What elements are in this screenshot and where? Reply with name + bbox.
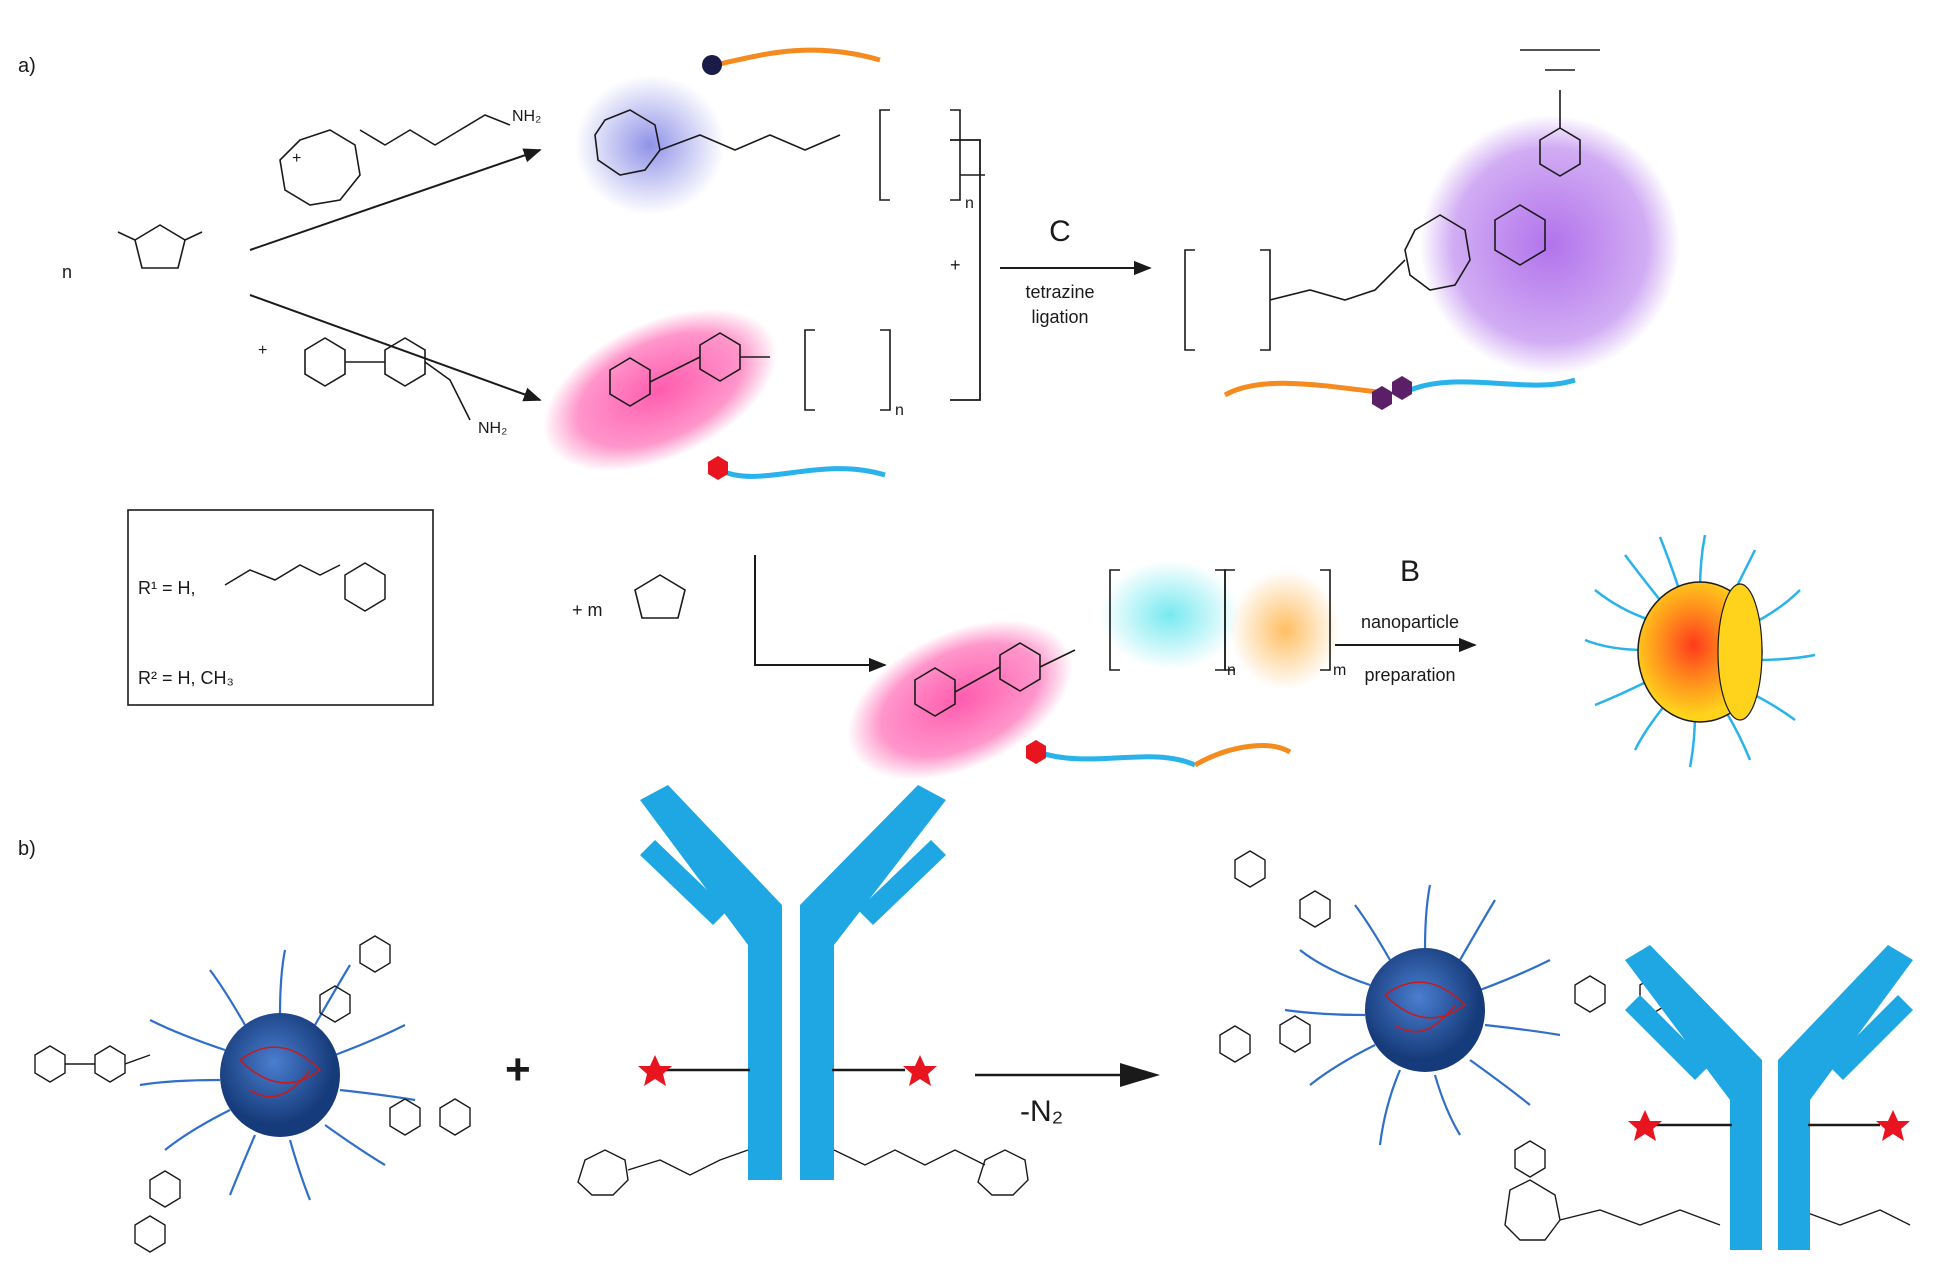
tetrazine-arms-left [34, 935, 471, 1253]
r2-definition: R² = H, CH₃ [138, 668, 234, 688]
polymer-nanoparticle-right [1284, 884, 1561, 1146]
n-equivalents: n [62, 262, 73, 282]
product-glow [1420, 115, 1680, 375]
block-copolymer-structure [914, 569, 1331, 717]
star-right-ab [903, 1055, 937, 1086]
cyclooctene-glow [575, 75, 725, 215]
orange-chain-copolymer [1193, 743, 1292, 768]
tetrazine-nanoparticle [1584, 534, 1816, 768]
tetrazine-glow-bottom [847, 620, 1073, 780]
subscript-n-tz: n [895, 402, 904, 419]
substituent-definition-box [127, 509, 434, 706]
block2-glow [1230, 570, 1340, 690]
plus-tco: + [292, 150, 302, 167]
tetrazine-arms-right [1219, 850, 1911, 1241]
nca-monomer [117, 224, 203, 269]
tetrazine-glow-top [543, 308, 777, 472]
orange-chain-top [714, 47, 881, 68]
star-left-conj [1628, 1110, 1662, 1141]
blue-chain-copolymer [1037, 749, 1197, 768]
ligation-label: ligation [1031, 307, 1089, 327]
subscript-m-block: m [1333, 662, 1347, 679]
ligated-junction-marker [1372, 376, 1412, 410]
panel-b-label: b) [18, 838, 36, 860]
tetrazine-reagent [304, 337, 471, 421]
star-left-ab [638, 1055, 672, 1086]
preparation-label: preparation [1364, 665, 1456, 685]
amine-tco-reagent: NH₂ [512, 108, 542, 125]
blue-chain-top [718, 466, 886, 479]
benzyl-ester-structure [224, 562, 386, 612]
block1-glow [1100, 560, 1240, 670]
plus-tetrazine: + [258, 342, 268, 359]
star-right-conj [1876, 1110, 1910, 1141]
minus-n2-label: -N₂ [1020, 1095, 1064, 1128]
polymer-nanoparticle-left [139, 949, 416, 1201]
combine-bracket [950, 139, 981, 401]
arrow-to-block-copolymer [754, 555, 887, 673]
panel-a-label: a) [18, 55, 36, 77]
reaction-b-label: B [1399, 555, 1421, 588]
blue-chain-product [1409, 377, 1576, 393]
nanoparticle-label: nanoparticle [1360, 612, 1460, 632]
orange-chain-product [1223, 380, 1386, 398]
tz-marker-top [708, 456, 728, 480]
subscript-n-tco: n [965, 195, 974, 212]
arrow-to-tz-polymer [249, 294, 542, 402]
tco-arms-antibody [577, 1149, 1029, 1196]
plus-m-monomer: + m [572, 600, 603, 620]
tco-polymer-structure [594, 109, 985, 201]
tz-polymer-structure [609, 329, 891, 411]
amine-tz-reagent: NH₂ [478, 420, 508, 437]
tetrazine-label: tetrazine [1025, 282, 1095, 302]
tco-reagent [279, 114, 511, 206]
plus-combine: + [950, 255, 961, 275]
big-plus: + [505, 1045, 531, 1094]
reaction-c-label: C [1049, 215, 1071, 248]
arrow-to-tco-polymer [249, 148, 542, 251]
nca-monomer-2 [634, 574, 686, 619]
antibody-left [640, 785, 946, 1180]
tco-marker [702, 55, 722, 75]
antibody-right [1625, 945, 1913, 1250]
arrow-n2-head [1120, 1063, 1160, 1087]
ligation-product-structure [1184, 49, 1600, 351]
subscript-n-block: n [1227, 662, 1236, 679]
tz-marker-copolymer [1026, 740, 1046, 764]
r1-definition: R¹ = H, [138, 578, 196, 598]
